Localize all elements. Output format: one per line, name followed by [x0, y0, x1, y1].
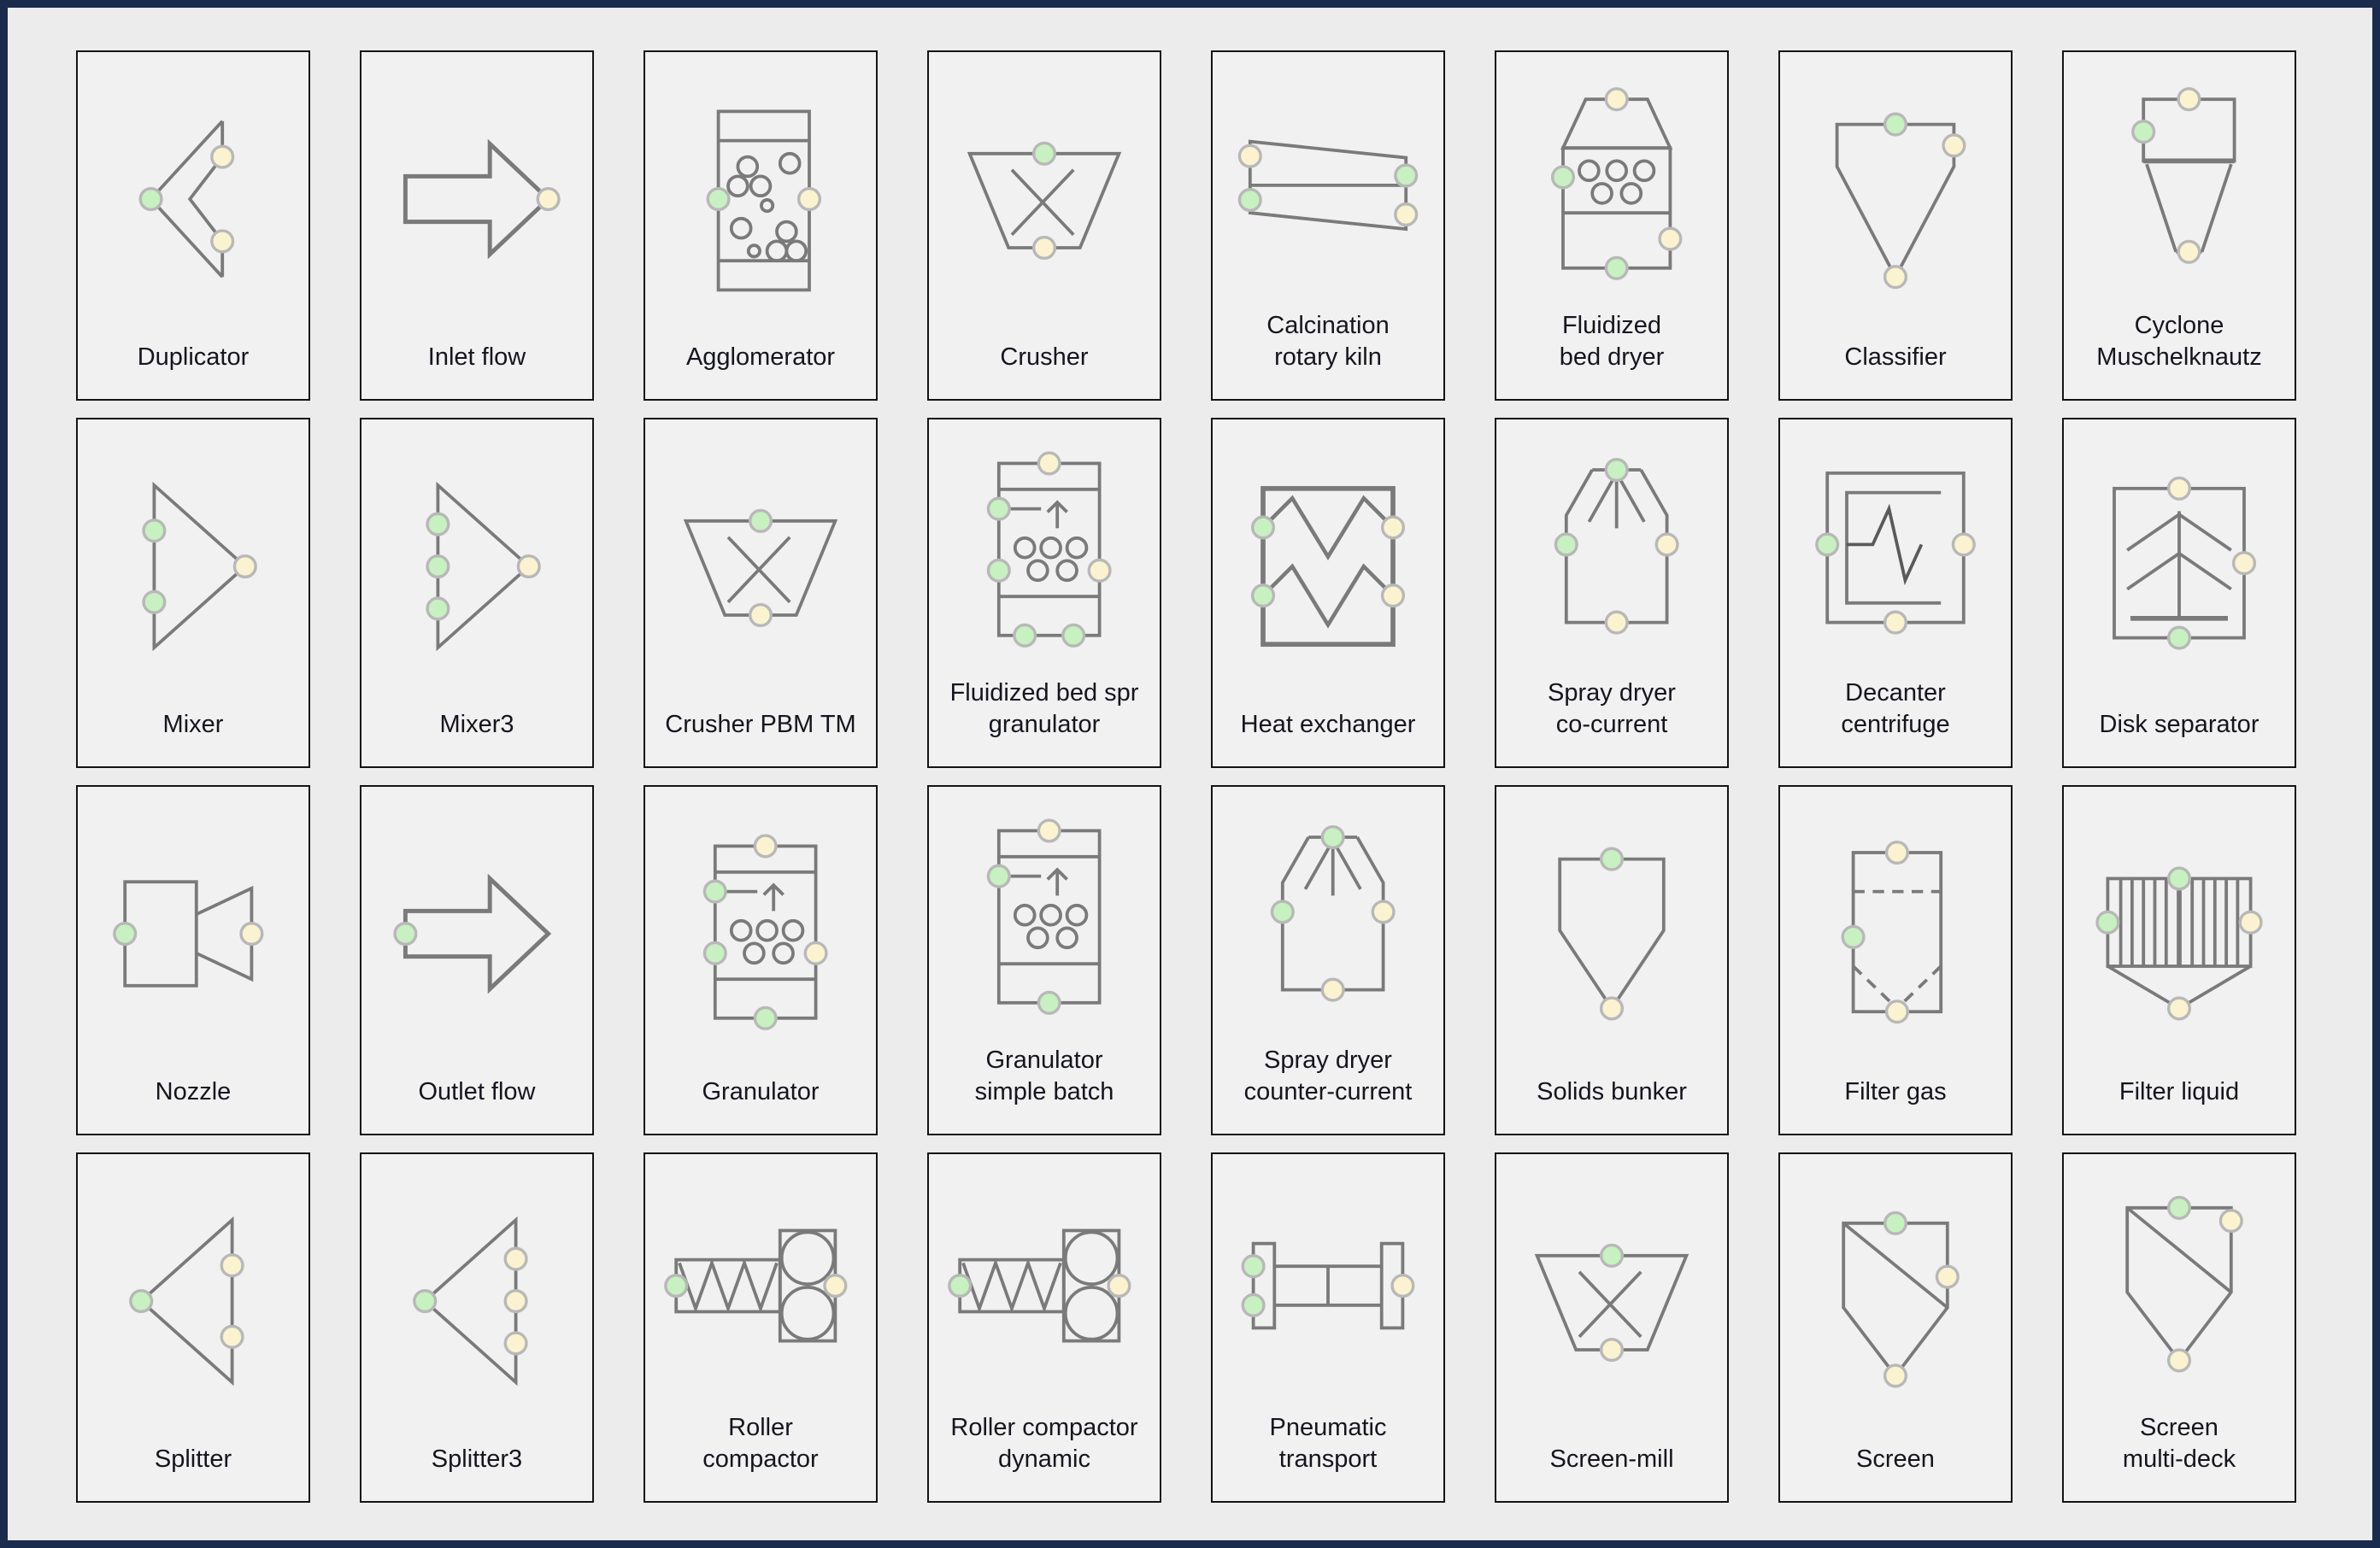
- pneumatic-transport-icon: [1213, 1154, 1443, 1412]
- splitter3-icon: [361, 1154, 592, 1444]
- unit-label: Splitter3: [431, 1445, 523, 1473]
- screen-multi-deck-icon: [2064, 1154, 2295, 1412]
- unit-label: Pneumatic transport: [1269, 1413, 1387, 1473]
- palette-item-agglomerator[interactable]: Agglomerator: [643, 50, 878, 401]
- unit-label: Classifier: [1844, 343, 1947, 371]
- unit-label: Calcination rotary kiln: [1266, 311, 1390, 371]
- solids-bunker-icon: [1496, 787, 1727, 1076]
- screen-mill-icon: [1496, 1154, 1727, 1444]
- roller-compactor-dynamic-icon: [929, 1154, 1160, 1412]
- palette-item-calcination-rotary-kiln[interactable]: Calcination rotary kiln: [1211, 50, 1445, 401]
- nozzle-icon: [78, 787, 309, 1076]
- unit-label: Solids bunker: [1537, 1077, 1687, 1105]
- palette-item-mixer[interactable]: Mixer: [76, 418, 310, 768]
- unit-label: Agglomerator: [685, 343, 836, 371]
- unit-label: Fluidized bed spr granulator: [949, 678, 1139, 738]
- palette-item-screen-mill[interactable]: Screen-mill: [1495, 1152, 1729, 1503]
- unit-label: Screen: [1856, 1445, 1935, 1473]
- palette-item-crusher[interactable]: Crusher: [927, 50, 1161, 401]
- unit-label: Heat exchanger: [1240, 710, 1416, 738]
- palette-item-fluidized-bed-dryer[interactable]: Fluidized bed dryer: [1495, 50, 1729, 401]
- palette-item-pneumatic-transport[interactable]: Pneumatic transport: [1211, 1152, 1445, 1503]
- unit-label: Inlet flow: [427, 343, 526, 371]
- fluidized-bed-spray-granulator-icon: [929, 419, 1160, 677]
- unit-label: Duplicator: [137, 343, 250, 371]
- spray-dryer-co-current-icon: [1496, 419, 1727, 677]
- mixer-icon: [78, 419, 309, 709]
- unit-label: Mixer: [162, 710, 224, 738]
- granulator-icon: [645, 787, 876, 1076]
- palette-item-screen-multi-deck[interactable]: Screen multi-deck: [2062, 1152, 2296, 1503]
- spray-dryer-counter-current-icon: [1213, 787, 1443, 1045]
- palette-item-solids-bunker[interactable]: Solids bunker: [1495, 785, 1729, 1135]
- unit-label: Cyclone Muschelknautz: [2096, 311, 2262, 371]
- duplicator-icon: [78, 52, 309, 342]
- crusher-pbm-tm-icon: [645, 419, 876, 709]
- palette-item-cyclone-muschelknautz[interactable]: Cyclone Muschelknautz: [2062, 50, 2296, 401]
- outlet-flow-icon: [361, 787, 592, 1076]
- unit-label: Decanter centrifuge: [1841, 678, 1950, 738]
- palette-item-mixer3[interactable]: Mixer3: [360, 418, 594, 768]
- palette-item-spray-dryer-co-current[interactable]: Spray dryer co-current: [1495, 418, 1729, 768]
- palette-item-disk-separator[interactable]: Disk separator: [2062, 418, 2296, 768]
- palette-item-granulator-simple-batch[interactable]: Granulator simple batch: [927, 785, 1161, 1135]
- palette-item-nozzle[interactable]: Nozzle: [76, 785, 310, 1135]
- unit-label: Nozzle: [155, 1077, 232, 1105]
- palette-item-filter-liquid[interactable]: Filter liquid: [2062, 785, 2296, 1135]
- heat-exchanger-icon: [1213, 419, 1443, 709]
- palette-item-duplicator[interactable]: Duplicator: [76, 50, 310, 401]
- roller-compactor-icon: [645, 1154, 876, 1412]
- palette-item-splitter[interactable]: Splitter: [76, 1152, 310, 1503]
- unit-label: Granulator: [702, 1077, 820, 1105]
- disk-separator-icon: [2064, 419, 2295, 709]
- unit-label: Roller compactor dynamic: [950, 1413, 1138, 1473]
- unit-label: Filter liquid: [2118, 1077, 2240, 1105]
- unit-label: Outlet flow: [418, 1077, 536, 1105]
- palette-item-heat-exchanger[interactable]: Heat exchanger: [1211, 418, 1445, 768]
- crusher-icon: [929, 52, 1160, 342]
- unit-label: Screen multi-deck: [2122, 1413, 2236, 1473]
- unit-label: Spray dryer co-current: [1548, 678, 1676, 738]
- unit-label: Fluidized bed dryer: [1559, 311, 1665, 371]
- palette-item-roller-compactor[interactable]: Roller compactor: [643, 1152, 878, 1503]
- classifier-icon: [1780, 52, 2011, 342]
- inlet-flow-icon: [361, 52, 592, 342]
- palette-item-fluidized-bed-spray-granulator[interactable]: Fluidized bed spr granulator: [927, 418, 1161, 768]
- unit-label: Crusher: [1000, 343, 1089, 371]
- unit-label: Screen-mill: [1549, 1445, 1674, 1473]
- palette-item-crusher-pbm-tm[interactable]: Crusher PBM TM: [643, 418, 878, 768]
- mixer3-icon: [361, 419, 592, 709]
- palette-item-inlet-flow[interactable]: Inlet flow: [360, 50, 594, 401]
- granulator-simple-batch-icon: [929, 787, 1160, 1045]
- palette-item-outlet-flow[interactable]: Outlet flow: [360, 785, 594, 1135]
- screen-icon: [1780, 1154, 2011, 1444]
- palette-item-splitter3[interactable]: Splitter3: [360, 1152, 594, 1503]
- filter-liquid-icon: [2064, 787, 2295, 1076]
- filter-gas-icon: [1780, 787, 2011, 1076]
- palette-item-decanter-centrifuge[interactable]: Decanter centrifuge: [1778, 418, 2013, 768]
- splitter-icon: [78, 1154, 309, 1444]
- palette-item-roller-compactor-dynamic[interactable]: Roller compactor dynamic: [927, 1152, 1161, 1503]
- cyclone-muschelknautz-icon: [2064, 52, 2295, 310]
- palette-item-spray-dryer-counter-current[interactable]: Spray dryer counter-current: [1211, 785, 1445, 1135]
- unit-label: Granulator simple batch: [974, 1046, 1114, 1105]
- agglomerator-icon: [645, 52, 876, 342]
- unit-label: Filter gas: [1844, 1077, 1947, 1105]
- unit-label: Splitter: [154, 1445, 232, 1473]
- unit-label: Disk separator: [2099, 710, 2260, 738]
- unit-label: Crusher PBM TM: [665, 710, 856, 738]
- unit-label: Roller compactor: [702, 1413, 819, 1473]
- decanter-centrifuge-icon: [1780, 419, 2011, 677]
- calcination-rotary-kiln-icon: [1213, 52, 1443, 310]
- palette-item-filter-gas[interactable]: Filter gas: [1778, 785, 2013, 1135]
- palette-item-classifier[interactable]: Classifier: [1778, 50, 2013, 401]
- unit-label: Mixer3: [439, 710, 514, 738]
- fluidized-bed-dryer-icon: [1496, 52, 1727, 310]
- palette-item-screen[interactable]: Screen: [1778, 1152, 2013, 1503]
- unit-label: Spray dryer counter-current: [1243, 1046, 1413, 1105]
- palette-item-granulator[interactable]: Granulator: [643, 785, 878, 1135]
